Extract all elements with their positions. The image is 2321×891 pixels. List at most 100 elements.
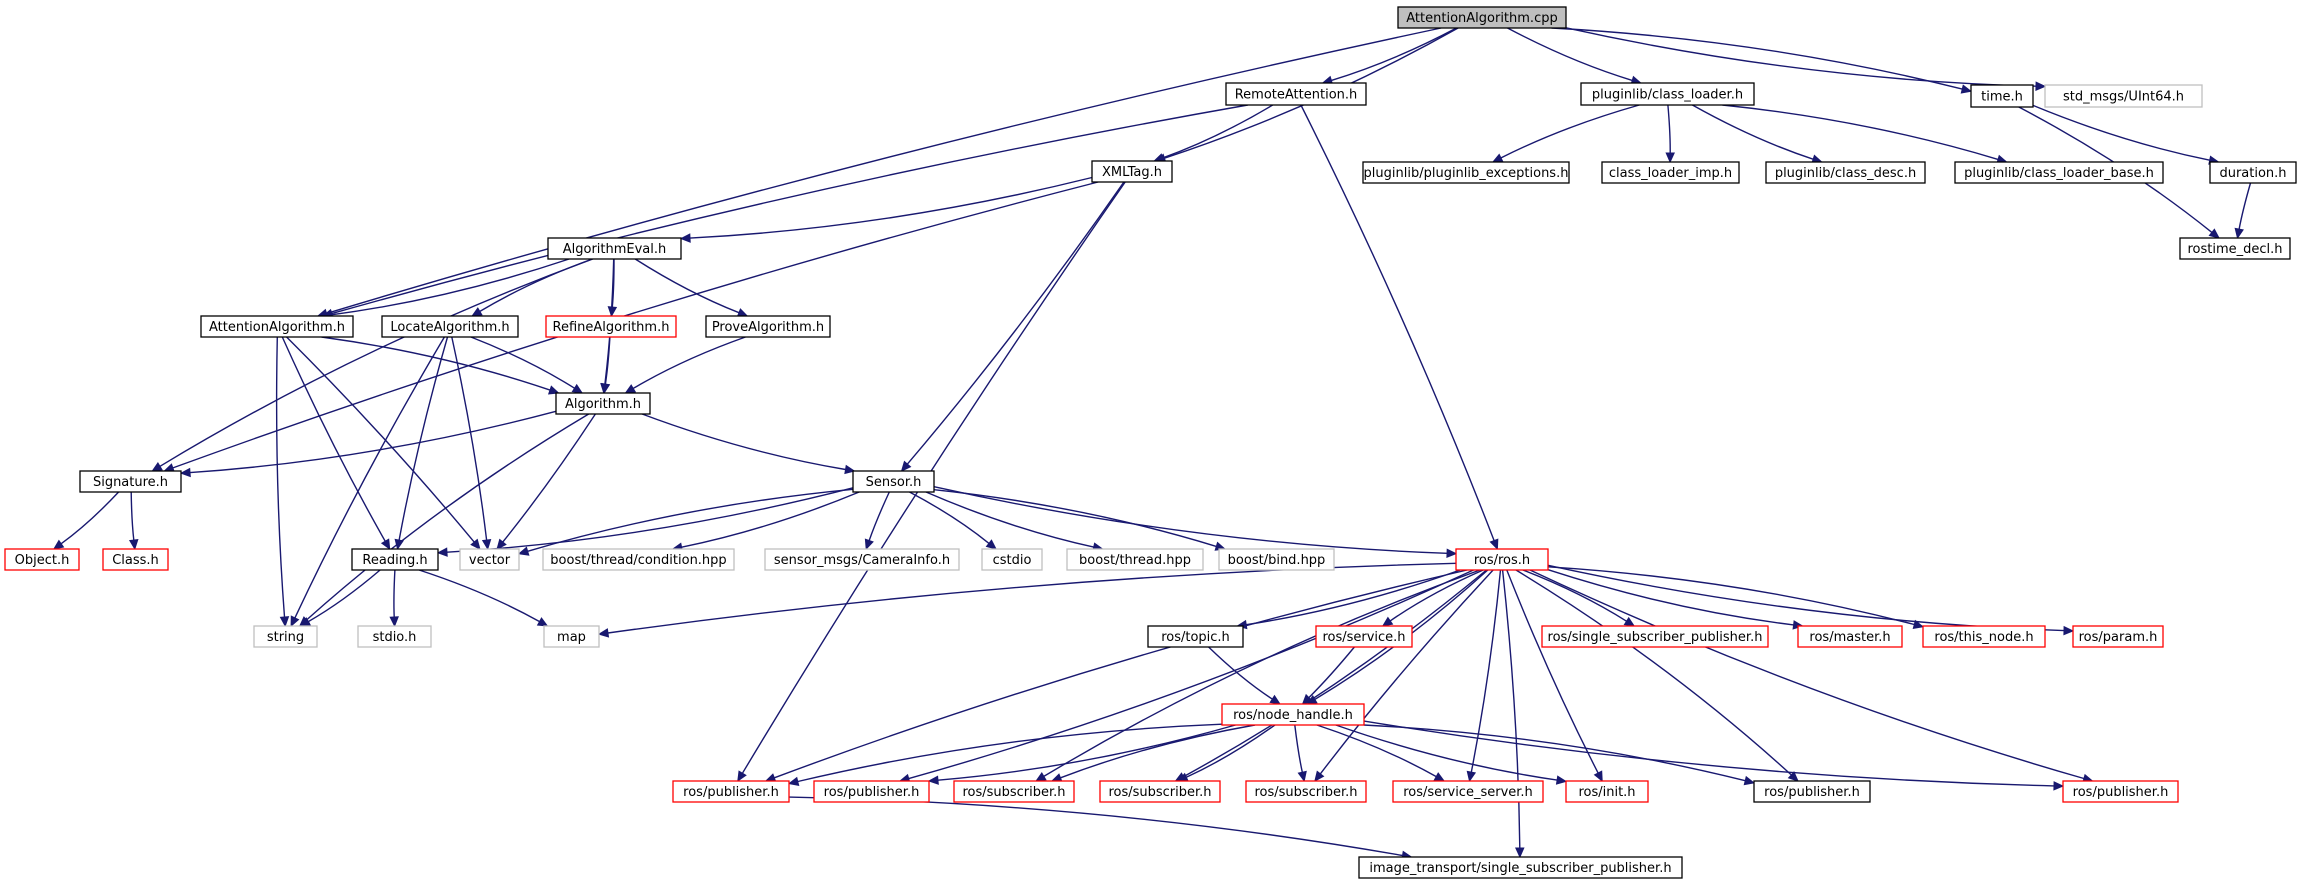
node-label-boostcond: boost/thread/condition.hpp xyxy=(550,553,726,568)
node-label-rosservice: ros/service.h xyxy=(1322,630,1405,645)
arrowhead-rosnh-to-srvserver xyxy=(1433,772,1446,782)
node-algorithm[interactable]: Algorithm.h xyxy=(555,392,651,415)
arrowhead-sensor-to-camerainfo xyxy=(864,538,874,551)
edge-rosros-to-rosmaster xyxy=(1547,569,1794,626)
node-boostbind: boost/bind.hpp xyxy=(1218,548,1335,571)
edge-time-to-duration xyxy=(2032,104,2210,161)
node-pub4[interactable]: ros/publisher.h xyxy=(2062,780,2179,803)
node-sub3[interactable]: ros/subscriber.h xyxy=(1245,780,1367,803)
node-signature[interactable]: Signature.h xyxy=(79,470,182,493)
node-rosnh[interactable]: ros/node_handle.h xyxy=(1221,703,1365,726)
node-rosros[interactable]: ros/ros.h xyxy=(1455,548,1549,571)
node-clsimp[interactable]: class_loader_imp.h xyxy=(1601,161,1740,184)
node-pub2[interactable]: ros/publisher.h xyxy=(813,780,930,803)
arrowhead-rosnh-to-sub3 xyxy=(1297,770,1307,783)
node-refine[interactable]: RefineAlgorithm.h xyxy=(545,315,677,338)
edge-algorithm-to-sensor xyxy=(641,413,846,471)
node-plclass[interactable]: pluginlib/class_loader.h xyxy=(1580,82,1755,106)
node-clbase[interactable]: pluginlib/class_loader_base.h xyxy=(1954,161,2164,184)
node-box-cstdio xyxy=(981,548,1043,571)
node-rosssp[interactable]: ros/single_subscriber_publisher.h xyxy=(1541,625,1769,648)
node-label-cldesc: pluginlib/class_desc.h xyxy=(1775,166,1916,181)
node-remote[interactable]: RemoteAttention.h xyxy=(1225,82,1367,106)
node-reading[interactable]: Reading.h xyxy=(351,548,439,571)
node-label-rosros: ros/ros.h xyxy=(1474,553,1530,568)
node-rostopic[interactable]: ros/topic.h xyxy=(1147,625,1244,648)
node-object[interactable]: Object.h xyxy=(4,548,80,571)
edge-duration-to-rostime xyxy=(2238,182,2252,230)
arrowhead-rosros-to-rosservice xyxy=(1381,616,1394,627)
node-box-plexc xyxy=(1362,161,1570,184)
node-box-boostbind xyxy=(1218,548,1335,571)
edge-rosnh-to-sub3 xyxy=(1294,724,1303,773)
node-sub1[interactable]: ros/subscriber.h xyxy=(953,780,1075,803)
node-pub1[interactable]: ros/publisher.h xyxy=(672,780,790,803)
node-plexc[interactable]: pluginlib/pluginlib_exceptions.h xyxy=(1362,161,1570,184)
node-stdio: stdio.h xyxy=(357,625,432,648)
node-box-root xyxy=(1397,6,1567,29)
node-label-pub2: ros/publisher.h xyxy=(824,785,920,800)
edge-rosnh-to-pub2 xyxy=(937,724,1236,781)
node-pub3[interactable]: ros/publisher.h xyxy=(1753,780,1871,803)
node-rosparam[interactable]: ros/param.h xyxy=(2072,625,2164,648)
node-box-sub1 xyxy=(953,780,1075,803)
node-rosinit[interactable]: ros/init.h xyxy=(1565,780,1649,803)
node-rosmaster[interactable]: ros/master.h xyxy=(1797,625,1903,648)
node-box-plclass xyxy=(1580,82,1755,106)
arrowhead-locate-to-string xyxy=(290,615,300,628)
edge-algorithm-to-signature xyxy=(189,410,557,474)
edge-rosros-to-sub2 xyxy=(1183,569,1487,778)
node-box-rosmaster xyxy=(1797,625,1903,648)
node-attalg[interactable]: AttentionAlgorithm.h xyxy=(200,315,354,338)
node-box-imgssp xyxy=(1358,856,1683,879)
node-rostime[interactable]: rostime_decl.h xyxy=(2179,237,2291,260)
node-duration[interactable]: duration.h xyxy=(2209,161,2297,184)
edge-rosros-to-sub3 xyxy=(1319,569,1494,775)
node-locate[interactable]: LocateAlgorithm.h xyxy=(381,315,519,338)
edge-root-to-time xyxy=(1551,27,1963,90)
arrowhead-rosros-to-rosparam xyxy=(2063,625,2075,636)
arrowhead-root-to-time xyxy=(1960,84,1973,94)
arrowhead-rosnh-to-pub1 xyxy=(787,776,800,787)
node-label-rosmaster: ros/master.h xyxy=(1809,630,1890,645)
node-sensor[interactable]: Sensor.h xyxy=(852,470,935,493)
node-box-rosssp xyxy=(1541,625,1769,648)
node-algeval[interactable]: AlgorithmEval.h xyxy=(547,237,682,260)
edge-rosnh-to-srvserver xyxy=(1316,724,1437,778)
node-label-pub3: ros/publisher.h xyxy=(1764,785,1860,800)
node-label-xml: XMLTag.h xyxy=(1102,165,1162,180)
node-box-camerainfo xyxy=(764,548,960,571)
node-cstdio: cstdio xyxy=(981,548,1043,571)
node-rosservice[interactable]: ros/service.h xyxy=(1315,625,1413,648)
node-box-rosparam xyxy=(2072,625,2164,648)
node-imgssp[interactable]: image_transport/single_subscriber_publis… xyxy=(1358,856,1683,879)
node-sub2[interactable]: ros/subscriber.h xyxy=(1099,780,1221,803)
node-box-rostime xyxy=(2179,237,2291,260)
node-srvserver[interactable]: ros/service_server.h xyxy=(1392,780,1544,803)
node-rosthisnode[interactable]: ros/this_node.h xyxy=(1922,625,2046,648)
node-xml[interactable]: XMLTag.h xyxy=(1091,160,1173,183)
arrowhead-algorithm-to-signature xyxy=(179,467,191,478)
node-prove[interactable]: ProveAlgorithm.h xyxy=(705,315,831,338)
edge-sensor-to-cstdio xyxy=(909,491,990,544)
arrowhead-reading-to-stdio xyxy=(389,616,399,628)
node-label-root: AttentionAlgorithm.cpp xyxy=(1406,11,1557,26)
edge-refine-to-algorithm xyxy=(604,336,611,385)
edge-rosnh-to-sub2 xyxy=(1186,724,1276,778)
node-class[interactable]: Class.h xyxy=(102,548,169,571)
edge-signature-to-object xyxy=(60,491,120,545)
node-map: map xyxy=(543,625,600,648)
node-time[interactable]: time.h xyxy=(1970,84,2034,108)
node-cldesc[interactable]: pluginlib/class_desc.h xyxy=(1765,161,1926,184)
arrowhead-rosnh-to-pub4 xyxy=(2053,781,2065,791)
edge-rosnh-to-sub1 xyxy=(1060,724,1256,779)
node-string: string xyxy=(253,625,318,648)
node-box-class xyxy=(102,548,169,571)
edge-reading-to-map xyxy=(418,569,540,623)
edge-sensor-to-rosros xyxy=(933,486,1448,554)
arrowhead-duration-to-rostime xyxy=(2234,227,2244,240)
edge-locate-to-algorithm xyxy=(470,336,575,389)
arrowhead-rosros-to-rosthisnode xyxy=(1912,619,1925,630)
node-box-vector xyxy=(459,548,520,571)
